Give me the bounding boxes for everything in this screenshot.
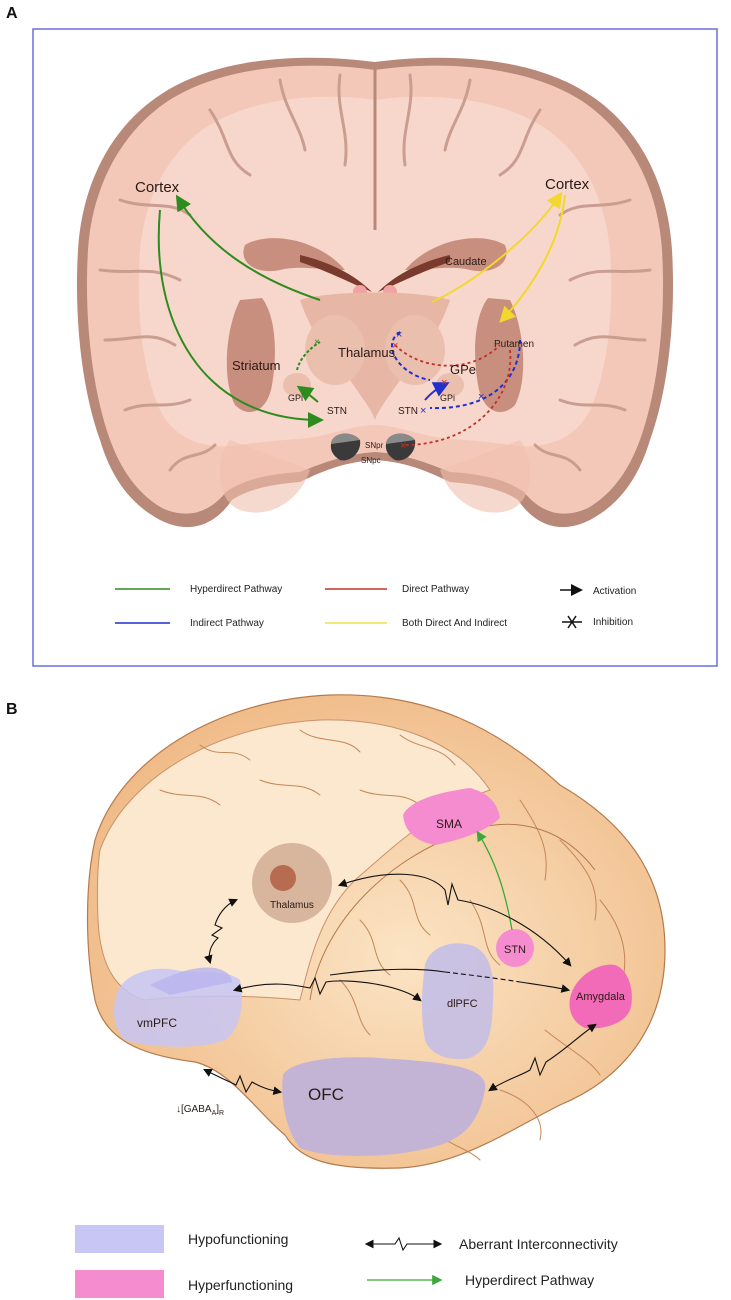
- label-snpc: SNpc: [361, 456, 381, 465]
- label-caudate: Caudate: [445, 256, 487, 268]
- legend-both: Both Direct And Indirect: [402, 618, 507, 629]
- legend-a: Hyperdirect Pathway Indirect Pathway Dir…: [115, 584, 636, 629]
- label-gpe: GPe: [450, 362, 476, 377]
- panel-a-letter: A: [6, 5, 18, 22]
- label-stn-left: STN: [327, 406, 347, 417]
- label-amygdala: Amygdala: [576, 991, 626, 1003]
- label-ofc: OFC: [308, 1085, 344, 1104]
- label-striatum: Striatum: [232, 358, 280, 373]
- label-gpi-right: GPi: [440, 393, 455, 403]
- label-snpr: SNpr: [365, 441, 384, 450]
- legend-hyper: Hyperfunctioning: [188, 1277, 293, 1293]
- legend-hypo-swatch: [75, 1225, 164, 1253]
- inhibition-marker-red-3: ×: [400, 440, 406, 452]
- region-thalamus-core: [270, 865, 296, 891]
- legend-indirect: Indirect Pathway: [190, 618, 264, 629]
- legend-aberrant-symbol: [367, 1238, 440, 1250]
- legend-activation: Activation: [593, 586, 636, 597]
- inhibition-marker-blue-3: ×: [420, 405, 426, 417]
- label-vmpfc: vmPFC: [137, 1016, 177, 1030]
- label-thalamus-b: Thalamus: [270, 900, 314, 911]
- legend-hyperdirect-b: Hyperdirect Pathway: [465, 1272, 594, 1288]
- legend-hyper-swatch: [75, 1270, 164, 1298]
- sagittal-brain: [88, 695, 666, 1168]
- label-gpi-left: GPi: [288, 393, 303, 403]
- label-dlpfc: dlPFC: [447, 998, 478, 1010]
- legend-hypo: Hypofunctioning: [188, 1231, 288, 1247]
- legend-inhibition-symbol: [562, 616, 582, 628]
- legend-b: Hypofunctioning Hyperfunctioning Aberran…: [75, 1225, 618, 1298]
- label-stn-b: STN: [504, 944, 526, 956]
- label-stn-right: STN: [398, 406, 418, 417]
- label-gaba: ↓[GABAA]R: [176, 1104, 224, 1117]
- label-cortex-right: Cortex: [545, 176, 590, 193]
- label-sma: SMA: [436, 817, 462, 831]
- legend-hyperdirect: Hyperdirect Pathway: [190, 584, 282, 595]
- legend-direct: Direct Pathway: [402, 584, 469, 595]
- label-cortex-left: Cortex: [135, 179, 180, 196]
- label-thalamus-a: Thalamus: [338, 345, 396, 360]
- inhibition-marker-blue-2: ×: [478, 391, 484, 403]
- panel-b-letter: B: [6, 701, 18, 718]
- inhibition-marker-red-2: ×: [441, 377, 447, 389]
- label-putamen: Putamen: [494, 339, 534, 350]
- legend-inhibition: Inhibition: [593, 617, 633, 628]
- inhibition-marker-green: ×: [314, 337, 320, 348]
- legend-aberrant: Aberrant Interconnectivity: [459, 1236, 618, 1252]
- left-striatum: [227, 298, 275, 412]
